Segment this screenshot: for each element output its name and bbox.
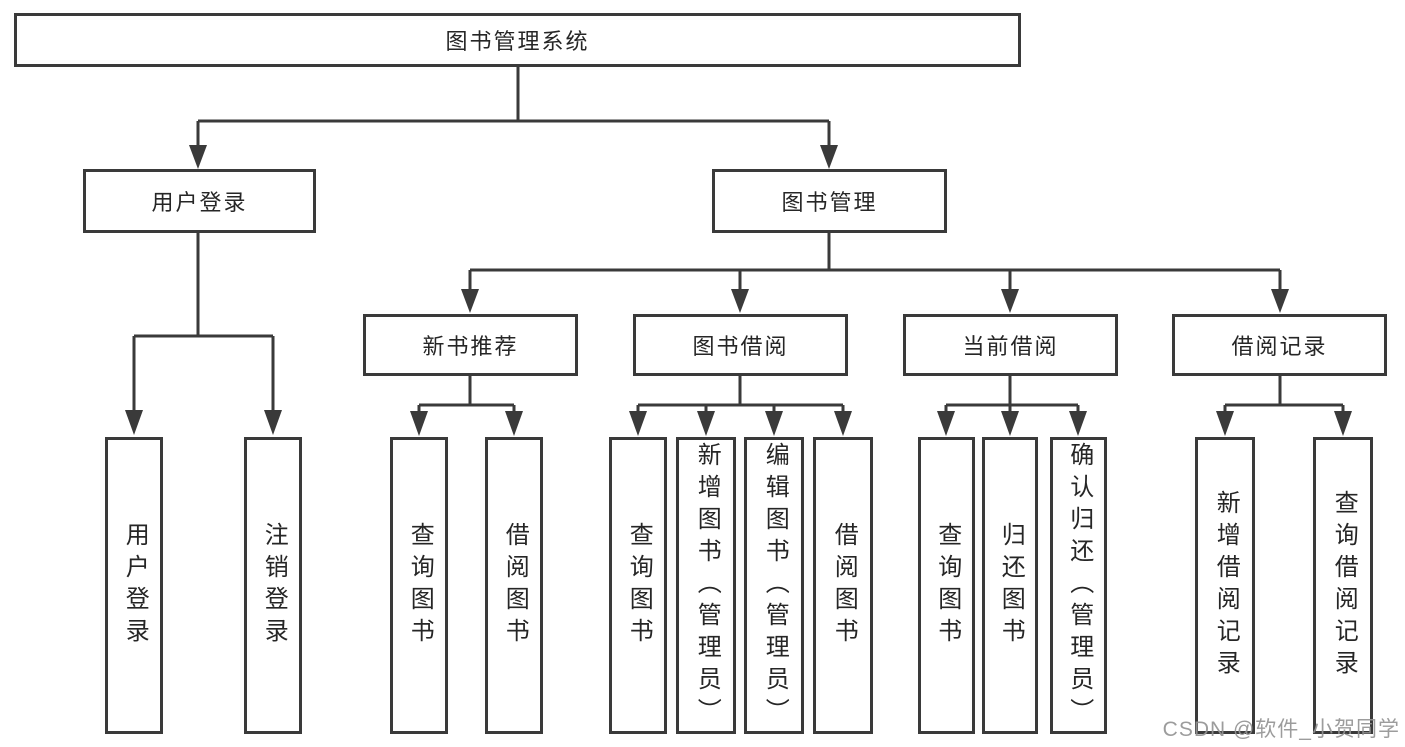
arrowhead-icon bbox=[264, 410, 282, 435]
connector-newbook-to-leaves bbox=[417, 376, 516, 411]
arrowhead-icon bbox=[629, 411, 647, 436]
arrowhead-icon bbox=[505, 411, 523, 436]
arrowhead-icon bbox=[125, 410, 143, 435]
leaf-borrowing-query-books: 查询图书 bbox=[609, 437, 667, 734]
node-book-management: 图书管理 bbox=[712, 169, 947, 233]
arrowheads bbox=[125, 145, 1352, 436]
leaf-current-return-books: 归还图书 bbox=[982, 437, 1038, 734]
connector-userlogin-to-leaves bbox=[132, 233, 275, 410]
node-user-login: 用户登录 bbox=[83, 169, 316, 233]
arrowhead-icon bbox=[1271, 289, 1289, 313]
leaf-records-query-record: 查询借阅记录 bbox=[1313, 437, 1373, 734]
node-new-book-recommend: 新书推荐 bbox=[363, 314, 578, 376]
leaf-records-add-record: 新增借阅记录 bbox=[1195, 437, 1255, 734]
arrowhead-icon bbox=[1216, 411, 1234, 436]
node-book-borrowing: 图书借阅 bbox=[633, 314, 848, 376]
leaf-newbook-borrow-books: 借阅图书 bbox=[485, 437, 543, 734]
leaf-borrowing-borrow-books: 借阅图书 bbox=[813, 437, 873, 734]
connector-current-to-leaves bbox=[944, 376, 1080, 411]
arrowhead-icon bbox=[834, 411, 852, 436]
arrowhead-icon bbox=[937, 411, 955, 436]
arrowhead-icon bbox=[461, 289, 479, 313]
leaf-current-confirm-return-admin: 确认归还（管理员） bbox=[1050, 437, 1107, 734]
node-current-borrowing: 当前借阅 bbox=[903, 314, 1118, 376]
connector-records-to-leaves bbox=[1223, 376, 1345, 411]
connector-bookmgmt-to-level3 bbox=[468, 233, 1282, 289]
arrowhead-icon bbox=[1001, 289, 1019, 313]
leaf-current-query-books: 查询图书 bbox=[918, 437, 975, 734]
arrowhead-icon bbox=[410, 411, 428, 436]
leaf-logout: 注销登录 bbox=[244, 437, 302, 734]
node-borrowing-records: 借阅记录 bbox=[1172, 314, 1387, 376]
arrowhead-icon bbox=[765, 411, 783, 436]
arrowhead-icon bbox=[1334, 411, 1352, 436]
arrowhead-icon bbox=[1001, 411, 1019, 436]
connector-root-to-level2 bbox=[196, 66, 831, 145]
leaf-borrowing-edit-books-admin: 编辑图书（管理员） bbox=[744, 437, 804, 734]
leaf-borrowing-add-books-admin: 新增图书（管理员） bbox=[676, 437, 736, 734]
arrowhead-icon bbox=[731, 289, 749, 313]
arrowhead-icon bbox=[697, 411, 715, 436]
arrowhead-icon bbox=[1069, 411, 1087, 436]
csdn-watermark: CSDN @软件_小贺同学 bbox=[1162, 718, 1400, 741]
node-root: 图书管理系统 bbox=[14, 13, 1021, 67]
leaf-user-login: 用户登录 bbox=[105, 437, 163, 734]
leaf-newbook-query-books: 查询图书 bbox=[390, 437, 448, 734]
arrowhead-icon bbox=[189, 145, 207, 169]
connector-borrowing-to-leaves bbox=[636, 376, 845, 411]
arrowhead-icon bbox=[820, 145, 838, 169]
